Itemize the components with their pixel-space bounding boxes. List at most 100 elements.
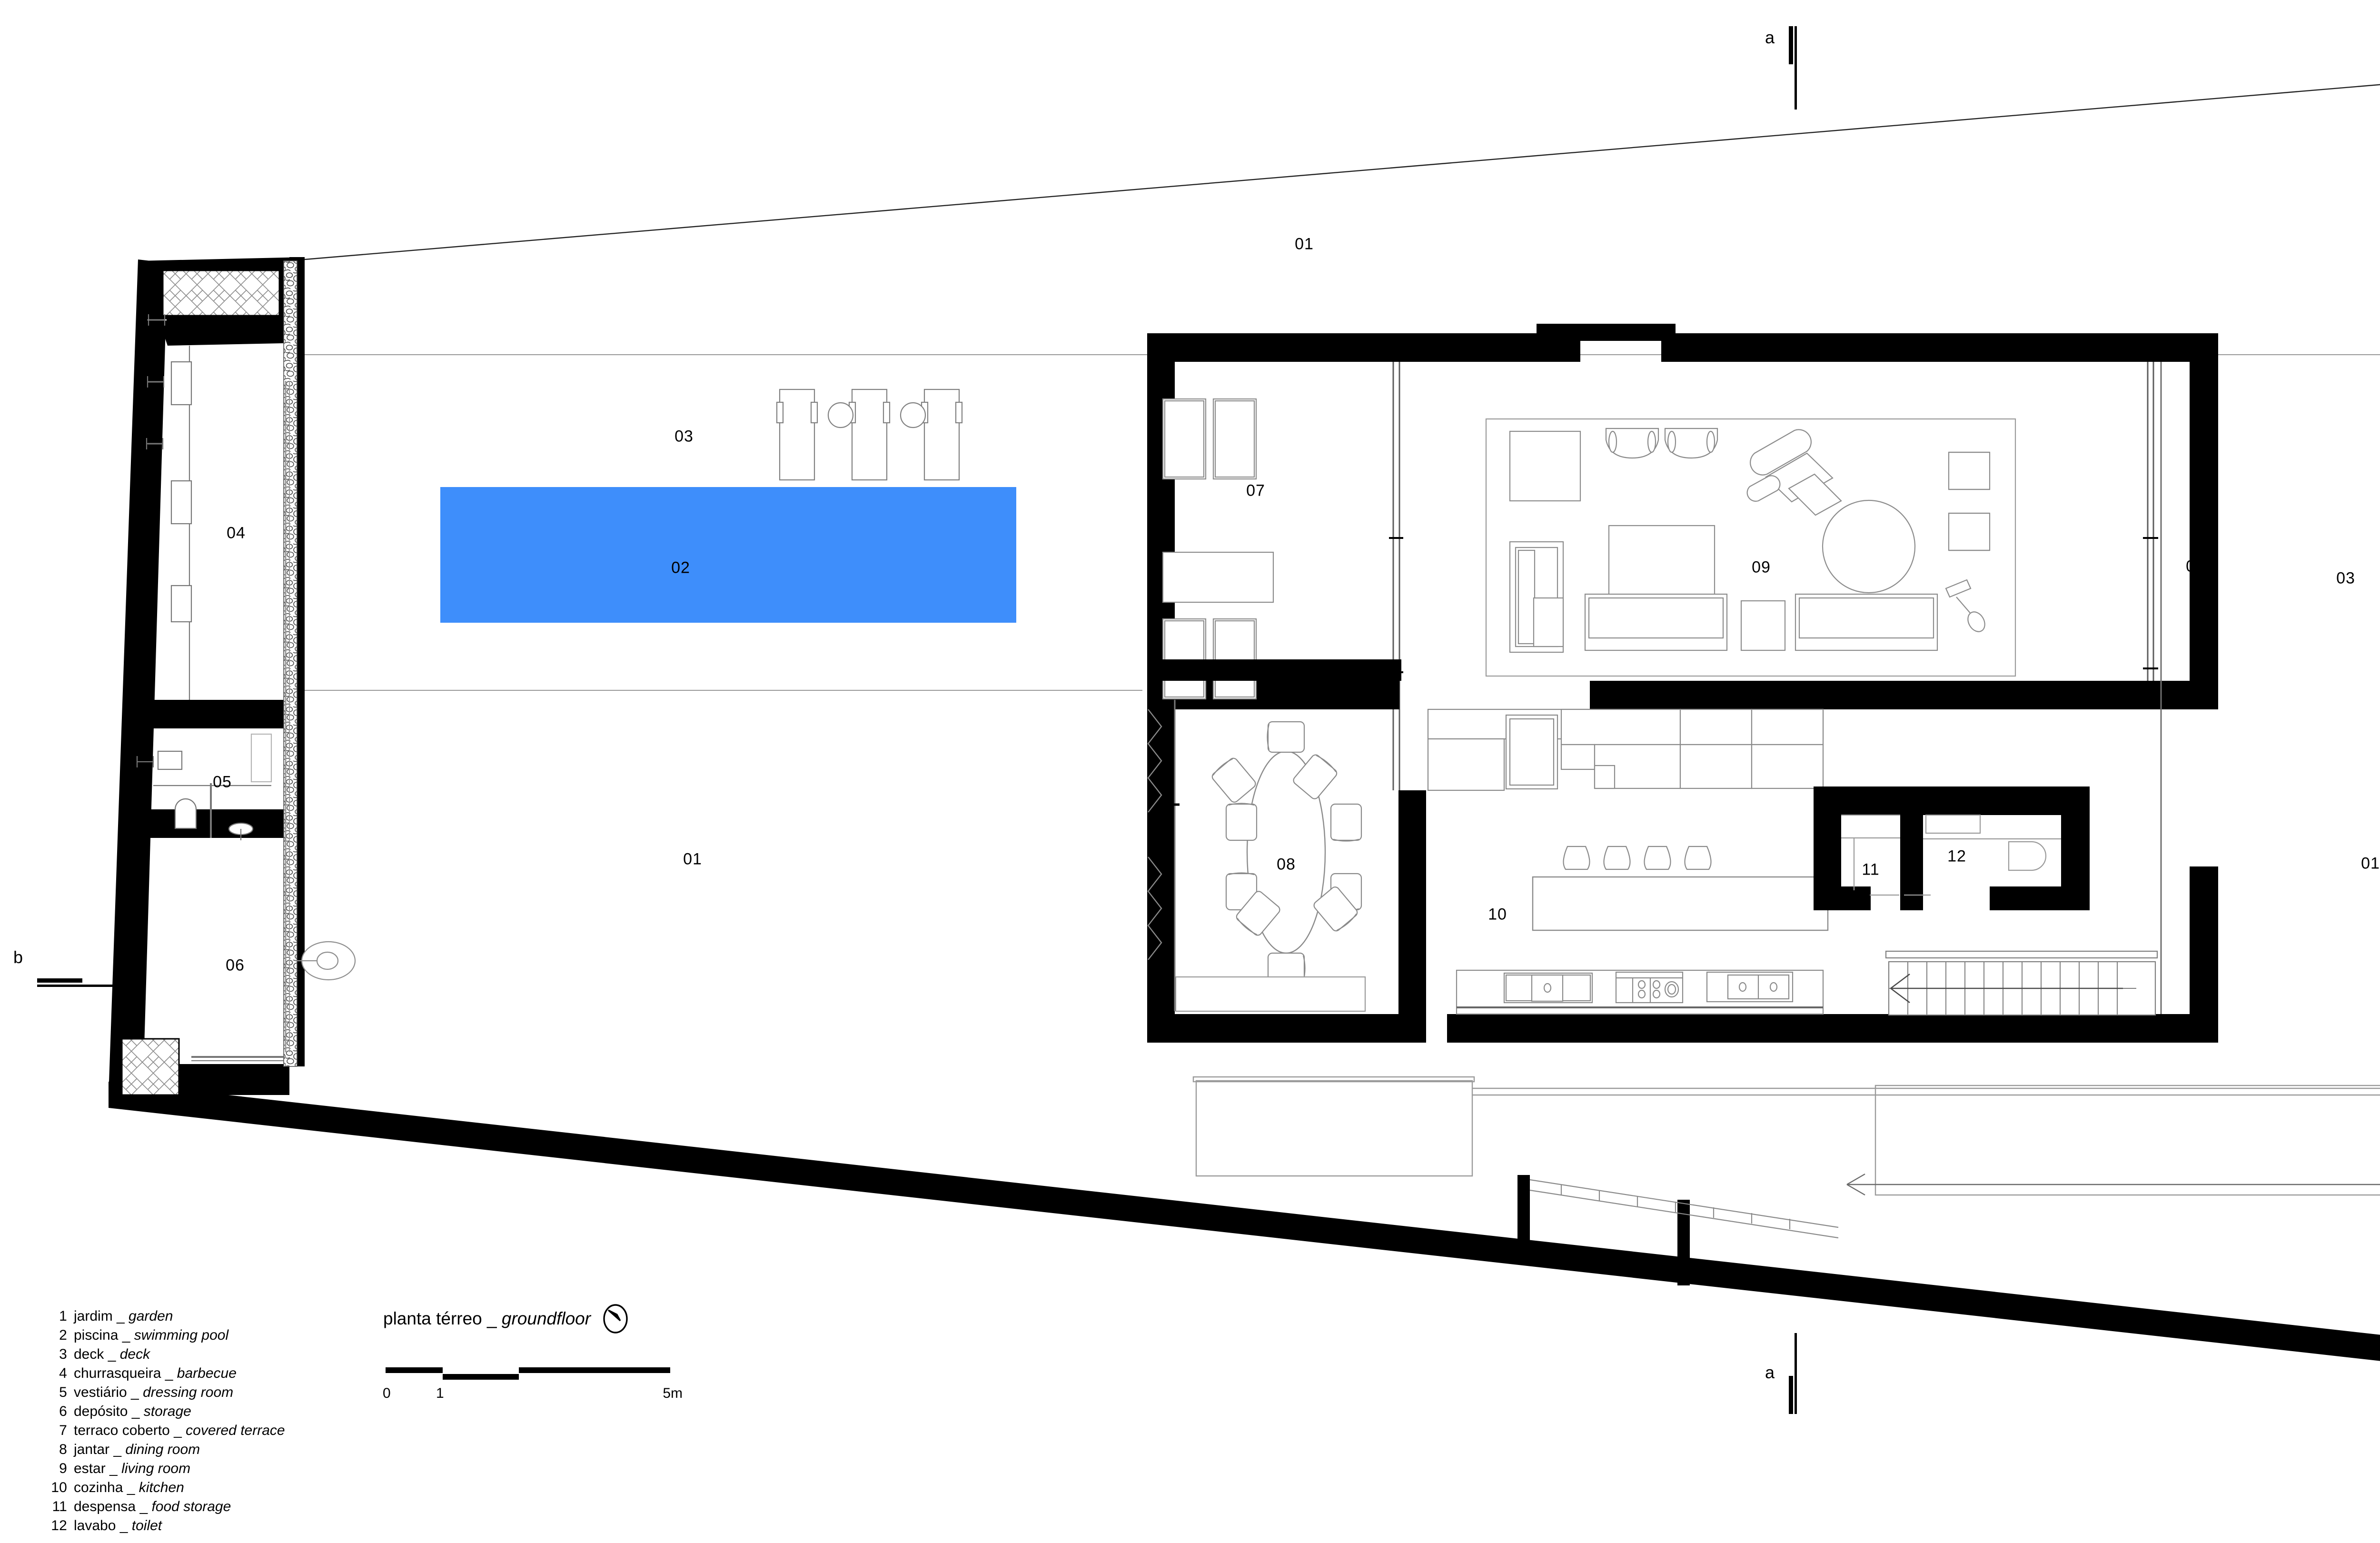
legend-label-separator: _ [105, 1461, 122, 1476]
staircase [1885, 950, 2158, 1016]
legend-label-pt: cozinha [74, 1480, 123, 1495]
living-room-furniture [1509, 428, 1991, 653]
legend-label-separator: _ [118, 1327, 134, 1343]
legend-label-en: storage [143, 1404, 191, 1419]
terrace-west-furniture [1162, 398, 1274, 700]
legend-label-pt: estar [74, 1461, 106, 1476]
north-arrow-icon [602, 1304, 629, 1334]
service-rooms-11-12 [1814, 786, 2090, 910]
legend-label-pt: despensa [74, 1499, 136, 1514]
room-number-living-room: 09 [1752, 558, 1771, 577]
legend-item-number: 8 [59, 1442, 67, 1457]
legend-label-en: toilet [131, 1518, 162, 1533]
dining-room-furniture [1147, 700, 1366, 1012]
room-number-covered-terrace-e: 07 [2186, 557, 2205, 576]
legend-item-label: lavabo _ toilet [67, 1516, 162, 1535]
south-courtyard-panels [1192, 1076, 2380, 1196]
site-boundary [304, 84, 2380, 260]
legend-label-separator: _ [109, 1442, 126, 1457]
room-number-covered-terrace-w: 07 [1246, 481, 1265, 500]
scale-end-label: 5m [663, 1385, 683, 1401]
room-number-deck-pool: 03 [674, 427, 694, 446]
legend-item-label: piscina _ swimming pool [67, 1326, 228, 1345]
main-house [1147, 324, 2218, 1043]
scale-bar: 0 1 5m [383, 1366, 683, 1404]
drawing-title: planta térreo _ groundfloor [383, 1309, 591, 1328]
legend-label-en: food storage [151, 1499, 231, 1514]
glazing-line-terrace-living [1392, 362, 1400, 681]
legend-label-en: deck [119, 1346, 150, 1362]
room-number-storage: 06 [226, 956, 245, 975]
legend-item-number: 1 [59, 1308, 67, 1324]
room-number-dressing-room: 05 [213, 773, 232, 791]
kitchen [1427, 708, 1829, 1015]
room-number-dining-room: 08 [1277, 855, 1296, 874]
folding-shutter [1147, 709, 1162, 960]
legend-label-separator: _ [136, 1499, 152, 1514]
legend-item-number: 3 [59, 1346, 67, 1362]
legend-label-separator: _ [169, 1423, 186, 1438]
legend-label-separator: _ [123, 1480, 139, 1495]
legend-item-label: vestiário _ dressing room [67, 1383, 233, 1402]
section-label-b-left: b [13, 947, 23, 967]
legend-item-number: 12 [51, 1518, 67, 1533]
swimming-pool [440, 487, 1016, 623]
legend-label-pt: deck [74, 1346, 104, 1362]
legend-label-en: swimming pool [134, 1327, 229, 1343]
legend-label-separator: _ [116, 1518, 132, 1533]
south-fence [1517, 1175, 1839, 1285]
legend-label-pt: vestiário [74, 1384, 127, 1400]
section-label-a-top: a [1765, 28, 1775, 47]
legend-item-number: 4 [59, 1365, 67, 1381]
legend-label-en: covered terrace [186, 1423, 285, 1438]
terrace-east [2143, 362, 2162, 1014]
room-number-garden-east: 01 [2361, 854, 2380, 873]
legend-item: 3 deck _ deck [45, 1345, 378, 1364]
legend-label-pt: churrasqueira [74, 1365, 161, 1381]
legend-item-number: 10 [51, 1480, 67, 1495]
legend-item-label: despensa _ food storage [67, 1497, 231, 1516]
room-number-swimming-pool: 02 [671, 558, 690, 577]
scale-mid-label: 1 [436, 1385, 444, 1401]
stair-direction-arrow [1890, 973, 2123, 1004]
section-line-b [37, 978, 120, 987]
legend-item-label: churrasqueira _ barbecue [67, 1364, 237, 1383]
legend-label-en: garden [129, 1308, 173, 1324]
legend-label-pt: jardim [74, 1308, 113, 1324]
legend-label-en: dressing room [143, 1384, 234, 1400]
south-arrow-marker [1846, 1173, 2380, 1196]
legend-label-pt: piscina [74, 1327, 119, 1343]
legend-label-separator: _ [104, 1346, 120, 1362]
legend-label-en: living room [121, 1461, 191, 1476]
legend-label-pt: terraco coberto [74, 1423, 170, 1438]
room-number-kitchen: 10 [1488, 905, 1507, 924]
legend-item-label: cozinha _ kitchen [67, 1478, 184, 1497]
section-line-a [1789, 26, 1797, 1414]
legend-item-label: terraco coberto _ covered terrace [67, 1421, 285, 1440]
room-number-barbecue: 04 [227, 524, 246, 542]
scale-start-label: 0 [383, 1385, 391, 1401]
legend-item-number: 7 [59, 1423, 67, 1438]
legend-label-separator: _ [112, 1308, 129, 1324]
legend-label-pt: lavabo [74, 1518, 116, 1533]
room-number-food-storage: 11 [1862, 860, 1880, 879]
legend-label-separator: _ [127, 1384, 143, 1400]
legend-label-pt: depósito [74, 1404, 128, 1419]
room-number-garden-west: 01 [683, 850, 702, 868]
legend-item-label: estar _ living room [67, 1459, 190, 1478]
legend-item-label: depósito _ storage [67, 1402, 191, 1421]
legend-item: 1 jardim _ garden [45, 1307, 378, 1326]
west-service-block [121, 257, 356, 1096]
